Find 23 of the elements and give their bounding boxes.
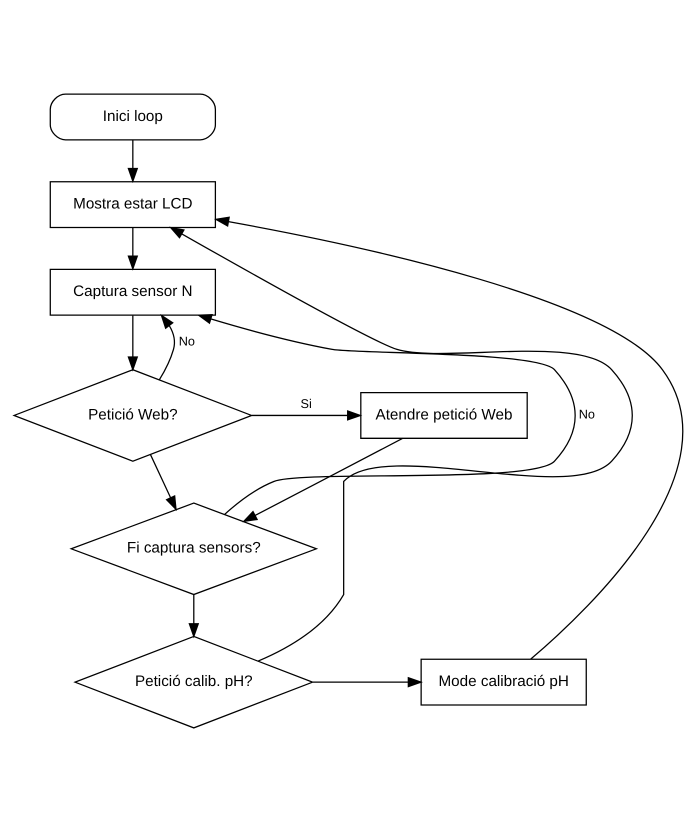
- node-diamond: Petició calib. pH?: [72, 635, 314, 728]
- arrow: [127, 315, 138, 372]
- node-box: Atendre petició Web: [360, 391, 528, 438]
- arrow: [188, 594, 199, 638]
- arrow: [127, 227, 138, 270]
- edge-label: No: [178, 334, 194, 348]
- node-diamond: Petició Web?: [12, 368, 253, 462]
- arrow: [149, 454, 176, 511]
- arrow: [158, 313, 175, 380]
- node-box: Inici loop: [49, 92, 216, 140]
- node-box: Mostra estar LCD: [49, 180, 216, 228]
- arrow: [251, 410, 362, 420]
- node-diamond: Fi captura sensors?: [68, 502, 318, 595]
- node-box: Mode calibració pH: [420, 658, 586, 706]
- arrow: [168, 226, 632, 662]
- arrow: [214, 216, 683, 660]
- arrow: [242, 437, 402, 522]
- node-box: Captura sensor N: [49, 268, 216, 316]
- arrow: [196, 313, 576, 514]
- arrow: [312, 676, 422, 687]
- arrow: [127, 140, 138, 183]
- edge-label: Si: [300, 396, 312, 410]
- edge-label: No: [578, 407, 594, 422]
